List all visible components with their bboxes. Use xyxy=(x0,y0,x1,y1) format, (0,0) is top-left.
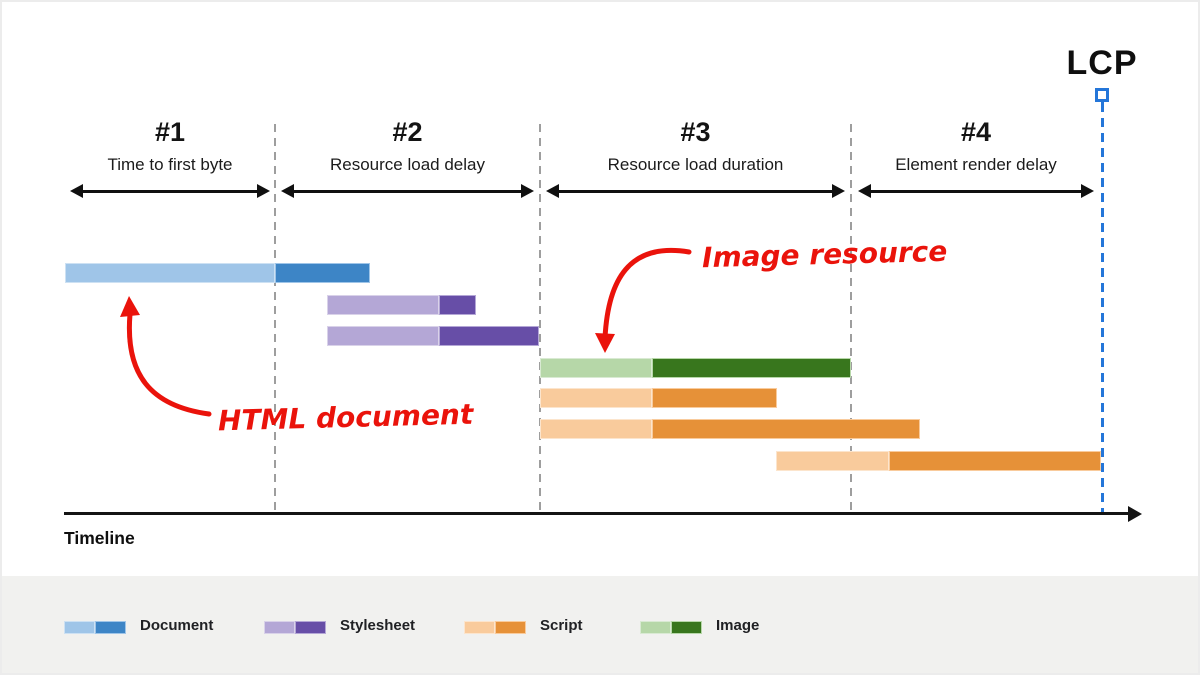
html-document-arrow-icon xyxy=(126,311,212,417)
legend-swatch-image-light xyxy=(640,621,671,634)
lcp-marker-handle xyxy=(1095,88,1109,102)
stylesheet-bar-dark-segment xyxy=(439,326,539,346)
timeline-axis xyxy=(64,512,1130,515)
arrowhead-left-icon xyxy=(858,184,871,198)
legend-strip xyxy=(2,576,1198,673)
phase-number: #3 xyxy=(680,117,711,147)
arrow-line xyxy=(867,189,1085,193)
arrowhead-right-icon xyxy=(521,184,534,198)
legend-swatch-stylesheet-dark xyxy=(295,621,326,634)
legend-swatch-document-dark xyxy=(95,621,126,634)
timeline-axis-label: Timeline xyxy=(64,528,135,548)
document-bar-dark-segment xyxy=(275,263,370,283)
script-bar-light-segment xyxy=(540,419,652,439)
stylesheet-bar-dark-segment xyxy=(439,295,476,315)
legend-swatch-image-dark xyxy=(671,621,702,634)
legend-swatch-document-light xyxy=(64,621,95,634)
arrowhead-right-icon xyxy=(257,184,270,198)
image-bar-dark-segment xyxy=(652,358,851,378)
legend-label-image: Image xyxy=(716,617,760,634)
divider-line-2 xyxy=(539,124,541,513)
arrow-line xyxy=(79,189,261,193)
arrow-line xyxy=(555,189,836,193)
lcp-label: LCP xyxy=(1066,44,1138,82)
script-bar-light-segment xyxy=(540,388,652,408)
arrowhead-left-icon xyxy=(70,184,83,198)
legend-label-script: Script xyxy=(540,617,583,634)
arrowhead-left-icon xyxy=(546,184,559,198)
phase-name: Resource load delay xyxy=(330,155,485,174)
lcp-marker-line xyxy=(1100,103,1104,513)
divider-line-3 xyxy=(850,124,852,513)
phase-span-arrow xyxy=(70,183,270,199)
phase-span-arrow xyxy=(546,183,845,199)
html-document-arrowhead-icon xyxy=(120,296,140,317)
image-resource-arrow-icon xyxy=(602,248,692,341)
legend-label-document: Document xyxy=(140,617,214,634)
document-bar-light-segment xyxy=(65,263,275,283)
arrowhead-right-icon xyxy=(832,184,845,198)
image-resource-arrowhead-icon xyxy=(595,333,615,353)
script-bar-light-segment xyxy=(776,451,889,471)
legend-label-stylesheet: Stylesheet xyxy=(340,617,416,634)
html-document-annotation: HTML document xyxy=(217,397,474,438)
script-bar-dark-segment xyxy=(652,419,920,439)
lcp-marker-handle-stem xyxy=(1100,102,1104,106)
stylesheet-bar-light-segment xyxy=(327,295,439,315)
stylesheet-bar-light-segment xyxy=(327,326,439,346)
phase-span-arrow xyxy=(281,183,534,199)
image-resource-annotation: Image resource xyxy=(701,234,948,275)
phase-name: Resource load duration xyxy=(607,155,784,174)
phase-name: Element render delay xyxy=(895,155,1057,174)
phase-name: Time to first byte xyxy=(107,155,233,174)
phase-number: #2 xyxy=(392,117,423,147)
phase-number: #1 xyxy=(154,117,186,147)
arrow-line xyxy=(290,189,525,193)
timeline-axis-arrowhead-icon xyxy=(1128,505,1142,522)
phase-number: #4 xyxy=(960,117,992,147)
divider-line-1 xyxy=(274,124,276,513)
script-bar-dark-segment xyxy=(889,451,1101,471)
phase-span-arrow xyxy=(858,183,1094,199)
legend-swatch-script-dark xyxy=(495,621,526,634)
arrowhead-left-icon xyxy=(281,184,294,198)
arrowhead-right-icon xyxy=(1081,184,1094,198)
legend-swatch-script-light xyxy=(464,621,495,634)
script-bar-dark-segment xyxy=(652,388,777,408)
legend-swatch-stylesheet-light xyxy=(264,621,295,634)
image-bar-light-segment xyxy=(540,358,652,378)
